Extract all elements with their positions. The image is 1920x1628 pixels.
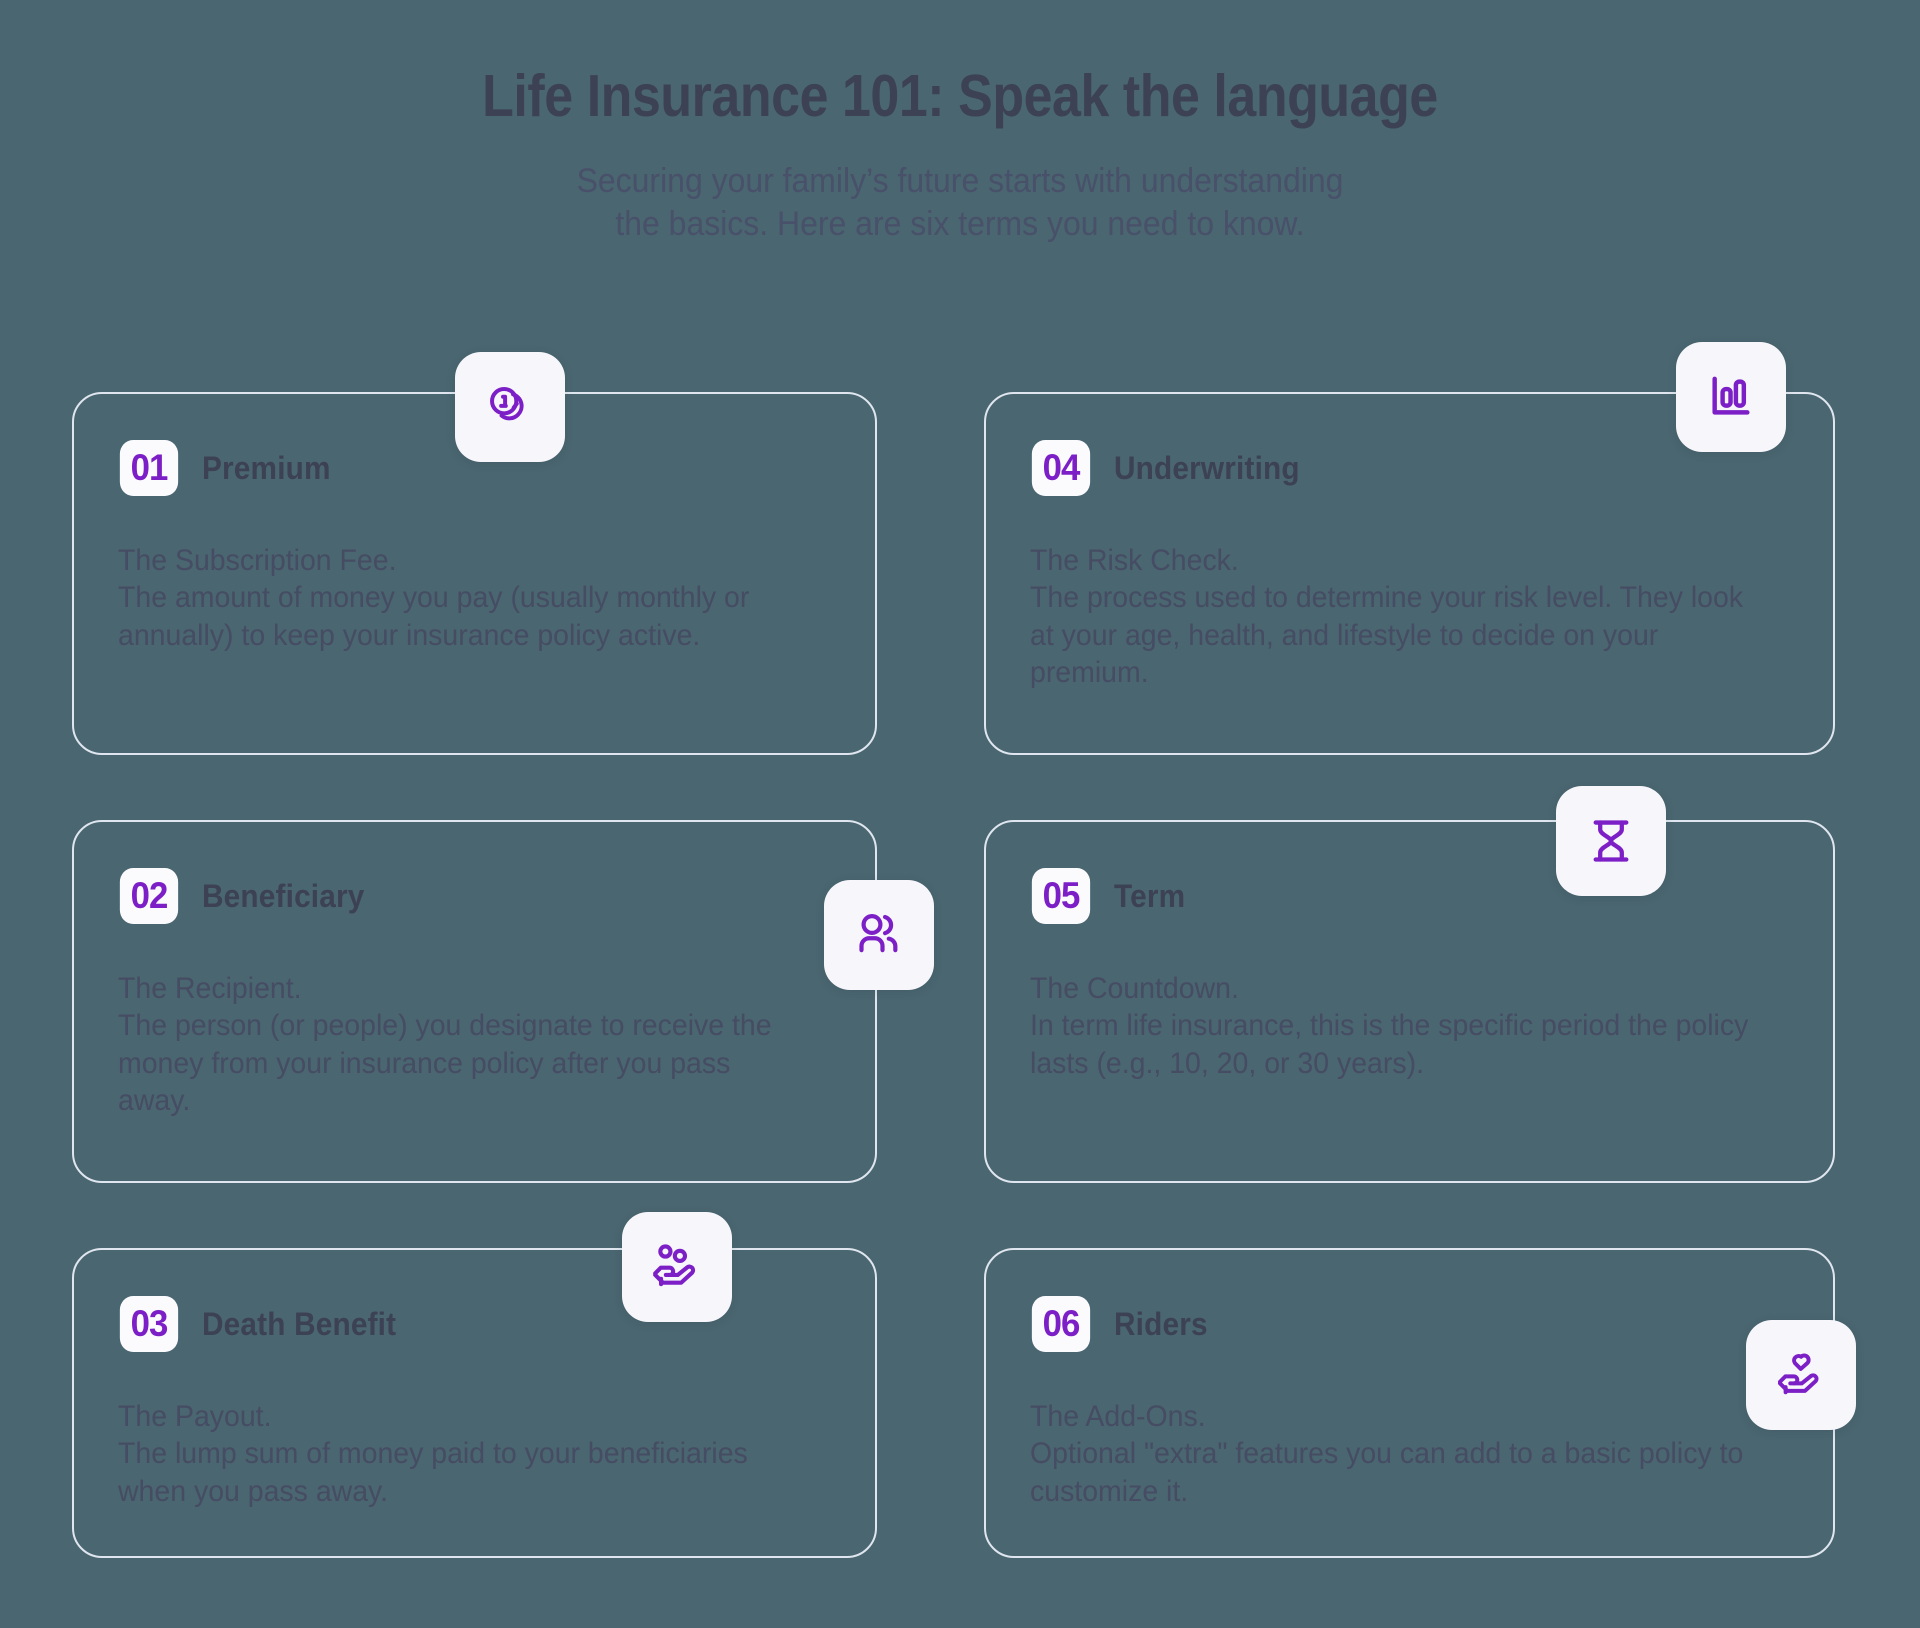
card-content: 02 Beneficiary The Recipient. The person… [74,822,875,1160]
page-subtitle: Securing your family’s future starts wit… [405,160,1514,247]
card-number-badge: 05 [1031,868,1091,924]
hourglass-icon-tile [1556,786,1666,896]
subtitle-line-1: Securing your family’s future starts wit… [576,161,1344,200]
card-title: Underwriting [1114,449,1300,486]
card-premium[interactable]: 01 Premium The Subscription Fee. The amo… [72,392,877,755]
hand-coins-icon [648,1238,706,1296]
card-content: 03 Death Benefit The Payout. The lump su… [74,1250,875,1550]
card-content: 06 Riders The Add-Ons. Optional "extra" … [986,1250,1833,1550]
card-riders[interactable]: 06 Riders The Add-Ons. Optional "extra" … [984,1248,1835,1558]
card-title: Riders [1114,1305,1208,1342]
card-header: 01 Premium [118,440,831,496]
card-header: 04 Underwriting [1030,440,1789,496]
hand-heart-icon [1773,1347,1829,1403]
card-description: The Payout. The lump sum of money paid t… [118,1398,806,1510]
card-header: 06 Riders [1030,1296,1789,1352]
card-number-badge: 01 [119,440,179,496]
card-lead: The Recipient. [118,972,302,1005]
hand-heart-icon-tile [1746,1320,1856,1430]
card-header: 05 Term [1030,868,1789,924]
bar-chart-icon-tile [1676,342,1786,452]
card-lead: The Subscription Fee. [118,544,397,577]
card-underwriting[interactable]: 04 Underwriting The Risk Check. The proc… [984,392,1835,755]
card-description: The Countdown. In term life insurance, t… [1030,970,1762,1082]
card-description: The Add-Ons. Optional "extra" features y… [1030,1398,1762,1510]
card-title: Beneficiary [202,877,365,914]
card-lead: The Risk Check. [1030,544,1239,577]
card-death-benefit[interactable]: 03 Death Benefit The Payout. The lump su… [72,1248,877,1558]
bar-chart-icon [1703,369,1759,425]
card-number-badge: 04 [1031,440,1091,496]
coins-icon-tile [455,352,565,462]
card-text: The person (or people) you designate to … [118,1009,772,1118]
card-term[interactable]: 05 Term The Countdown. In term life insu… [984,820,1835,1183]
subtitle-line-2: the basics. Here are six terms you need … [615,205,1305,244]
card-title: Term [1114,877,1186,914]
coins-icon [482,379,538,435]
card-content: 05 Term The Countdown. In term life insu… [986,822,1833,1122]
card-number-badge: 06 [1031,1296,1091,1352]
card-description: The Risk Check. The process used to dete… [1030,542,1762,692]
users-icon-tile [824,880,934,990]
card-lead: The Add-Ons. [1030,1400,1206,1433]
card-text: The amount of money you pay (usually mon… [118,581,750,652]
card-header: 03 Death Benefit [118,1296,831,1352]
card-number-badge: 02 [119,868,179,924]
page-title: Life Insurance 101: Speak the language [482,63,1438,129]
card-text: The lump sum of money paid to your benef… [118,1437,748,1508]
card-description: The Recipient. The person (or people) yo… [118,970,806,1120]
card-lead: The Countdown. [1030,972,1239,1005]
hourglass-icon [1584,814,1638,868]
card-number-badge: 03 [119,1296,179,1352]
header: Life Insurance 101: Speak the language S… [0,0,1920,247]
card-title: Death Benefit [202,1305,397,1342]
card-header: 02 Beneficiary [118,868,831,924]
users-icon [851,907,907,963]
card-description: The Subscription Fee. The amount of mone… [118,542,806,654]
hand-coins-icon-tile [622,1212,732,1322]
card-beneficiary[interactable]: 02 Beneficiary The Recipient. The person… [72,820,877,1183]
card-content: 01 Premium The Subscription Fee. The amo… [74,394,875,694]
card-text: Optional "extra" features you can add to… [1030,1437,1744,1508]
card-lead: The Payout. [118,1400,272,1433]
card-title: Premium [202,449,331,486]
card-text: In term life insurance, this is the spec… [1030,1009,1749,1080]
card-text: The process used to determine your risk … [1030,581,1744,690]
card-content: 04 Underwriting The Risk Check. The proc… [986,394,1833,732]
